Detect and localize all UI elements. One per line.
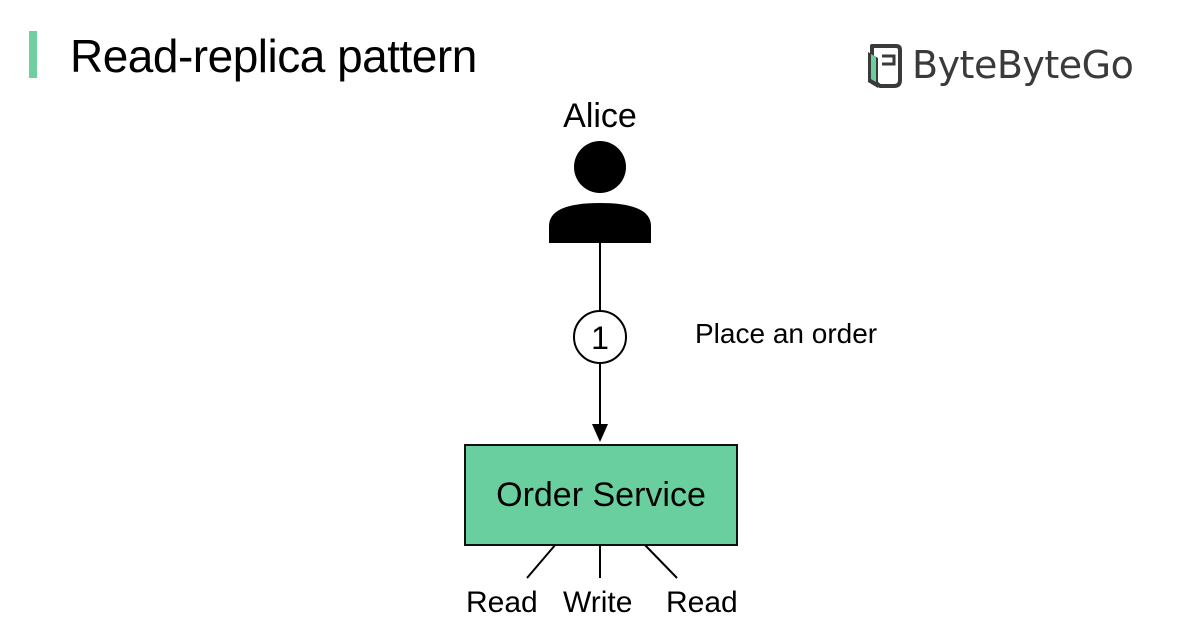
bytebytego-logo-icon bbox=[868, 44, 902, 88]
arrowhead bbox=[592, 424, 608, 442]
brand-name: ByteByteGo bbox=[912, 43, 1134, 87]
user-icon bbox=[549, 141, 651, 243]
edge-read-left bbox=[526, 543, 557, 579]
operation-label-read: Read bbox=[466, 586, 538, 619]
service-label: Order Service bbox=[496, 475, 706, 514]
brand-logo: ByteByteGo bbox=[864, 38, 1134, 92]
step-badge bbox=[573, 310, 627, 364]
diagram-canvas: 1 bbox=[526, 141, 678, 579]
page-title: Read-replica pattern bbox=[70, 30, 477, 82]
step-label: Place an order bbox=[695, 318, 878, 349]
operation-label-read-2: Read bbox=[666, 586, 738, 619]
actor-label: Alice bbox=[563, 97, 637, 135]
step-number: 1 bbox=[591, 320, 609, 356]
title-accent-bar bbox=[29, 31, 37, 78]
order-service-node: Order Service bbox=[464, 444, 738, 546]
edge-read-right bbox=[643, 543, 678, 579]
operation-label-write: Write bbox=[563, 586, 633, 619]
